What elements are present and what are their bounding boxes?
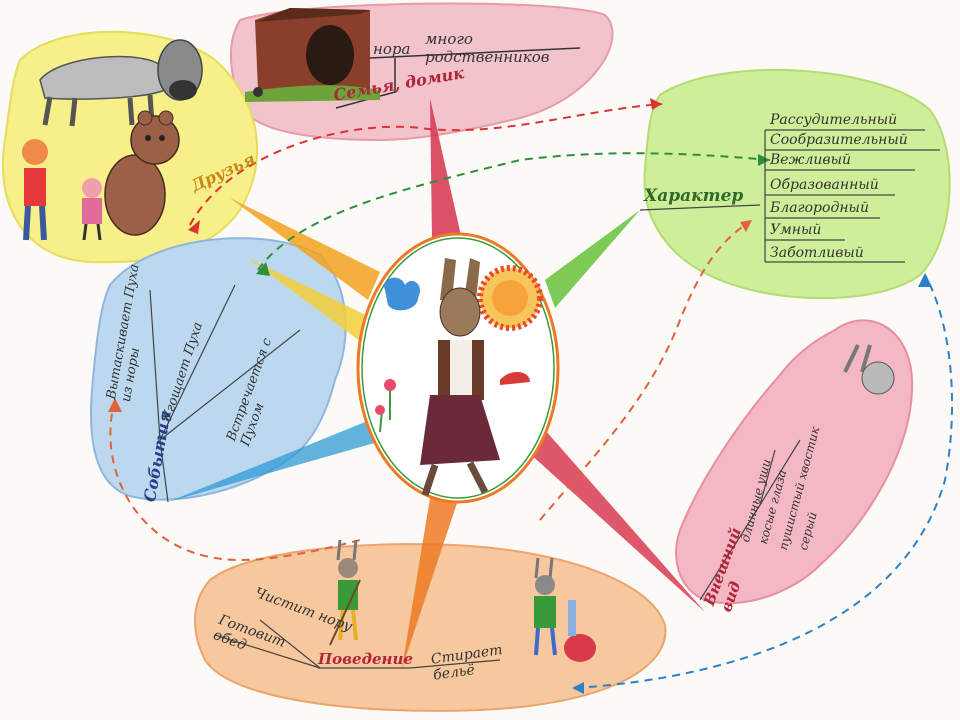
dashed-arrow-green xyxy=(257,152,771,271)
behavior-item-lines xyxy=(214,619,501,669)
spoke-events-low xyxy=(168,420,378,502)
character-label: Характер xyxy=(644,186,744,206)
center-oval-inner xyxy=(361,237,555,499)
family-item-1: нора xyxy=(373,40,411,58)
arrowhead-orange-right xyxy=(740,220,752,232)
donkey-illustration xyxy=(39,39,203,127)
events-item-lines xyxy=(149,284,301,503)
character-item-2: Сообразительный xyxy=(770,132,908,148)
arrowhead-friends xyxy=(188,220,200,234)
spoke-appearance xyxy=(528,430,705,612)
arrowhead-green xyxy=(758,154,770,166)
piglet-illustration xyxy=(82,178,102,241)
bear-illustration xyxy=(104,110,180,236)
spoke-family xyxy=(430,98,462,240)
arrowhead-blue-bottom xyxy=(572,682,584,694)
character-item-lines xyxy=(639,129,940,263)
dashed-arrow-orange-left xyxy=(109,399,361,562)
rabbit-sweeping-illustration xyxy=(329,539,361,646)
arrowhead-orange-left xyxy=(108,398,122,412)
spoke-events xyxy=(248,258,372,350)
rabbit-washing-illustration xyxy=(534,557,596,662)
rabbit-illustration xyxy=(420,258,530,497)
appearance-item-lines xyxy=(699,439,801,601)
character-item-3: Вежливый xyxy=(770,152,851,168)
boy-illustration xyxy=(22,139,48,241)
dashed-arrow-top xyxy=(189,103,663,226)
dashed-arrow-orange-right xyxy=(539,221,751,521)
arrowhead-green-start xyxy=(256,262,270,276)
cloud-icon xyxy=(384,277,421,311)
character-item-6: Умный xyxy=(770,222,822,238)
spoke-character xyxy=(545,210,640,308)
sun-icon xyxy=(477,265,543,331)
arrowhead-top xyxy=(650,98,662,110)
spoke-friends xyxy=(230,198,380,300)
character-item-7: Заботливый xyxy=(770,245,864,261)
character-item-1: Рассудительный xyxy=(770,112,898,128)
character-item-4: Образованный xyxy=(770,177,879,193)
rabbit-head-illustration xyxy=(843,344,895,395)
arrowhead-blue-top xyxy=(918,273,932,287)
appearance-bubble xyxy=(675,319,914,604)
dashed-arrow-blue xyxy=(574,274,954,689)
flower-icon xyxy=(375,379,396,433)
hut-illustration xyxy=(245,8,380,102)
spoke-behavior xyxy=(402,498,458,668)
family-item-2: много родственников xyxy=(425,30,550,66)
character-bubble xyxy=(643,68,951,300)
character-item-5: Благородный xyxy=(770,200,869,216)
family-item-lines xyxy=(335,47,581,109)
behavior-label: Поведение xyxy=(318,650,413,668)
